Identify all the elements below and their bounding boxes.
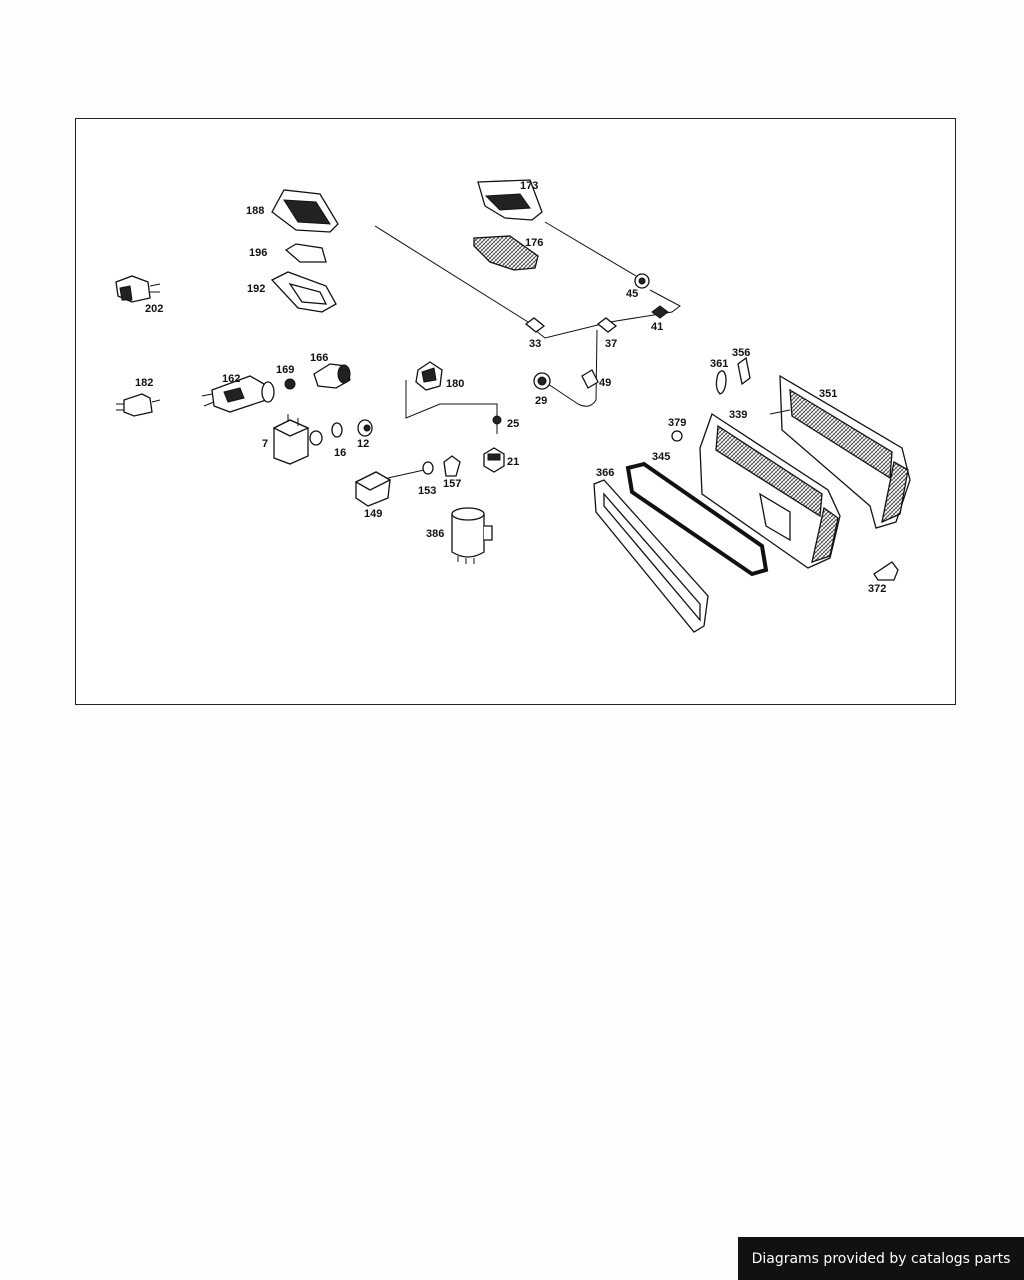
callout-166: 166 <box>310 352 328 364</box>
callout-labels: 173 188 176 196 192 202 45 41 33 37 166 … <box>135 180 886 595</box>
callout-25: 25 <box>507 418 519 430</box>
part-37-clip <box>596 317 618 333</box>
part-157-bulb-holder <box>443 455 461 477</box>
callout-372: 372 <box>868 583 886 595</box>
callout-196: 196 <box>249 247 267 259</box>
callout-386: 386 <box>426 528 444 540</box>
callout-16: 16 <box>334 447 346 459</box>
part-166-socket <box>313 363 351 389</box>
callout-173: 173 <box>520 180 538 192</box>
part-339-console-housing <box>699 413 841 569</box>
part-41-clip <box>651 305 669 319</box>
part-169-ring <box>284 378 296 390</box>
part-29-grommet <box>533 372 551 390</box>
callout-345: 345 <box>652 451 670 463</box>
callout-7: 7 <box>262 438 268 450</box>
part-345-gasket <box>625 461 769 577</box>
part-45-grommet <box>634 273 650 289</box>
part-16-washer <box>331 422 343 438</box>
part-176-lens-grille <box>473 235 539 271</box>
callout-12: 12 <box>357 438 369 450</box>
part-372-bracket <box>873 561 899 581</box>
callout-49: 49 <box>599 377 611 389</box>
callout-339: 339 <box>729 409 747 421</box>
callout-45: 45 <box>626 288 638 300</box>
part-188-lamp-housing <box>271 189 339 233</box>
callout-192: 192 <box>247 283 265 295</box>
callout-182: 182 <box>135 377 153 389</box>
part-356-lamp <box>737 356 751 386</box>
callout-29: 29 <box>535 395 547 407</box>
part-25-screw <box>492 415 502 434</box>
callout-169: 169 <box>276 364 294 376</box>
part-366-trim-frame <box>593 479 709 633</box>
part-12-knob <box>357 419 373 437</box>
part-180-relay <box>415 361 443 391</box>
callout-37: 37 <box>605 338 617 350</box>
part-361-lens <box>715 370 727 395</box>
callout-366: 366 <box>596 467 614 479</box>
callout-33: 33 <box>529 338 541 350</box>
part-379-nut <box>671 430 683 442</box>
callout-41: 41 <box>651 321 663 333</box>
credit-banner: Diagrams provided by catalogs parts <box>738 1237 1024 1280</box>
part-182-connector <box>116 393 161 417</box>
part-196-lens <box>284 243 327 263</box>
part-192-lamp-cover <box>270 271 337 313</box>
part-386-flasher-relay <box>451 507 493 564</box>
part-351-console-frame <box>769 374 911 529</box>
callout-162: 162 <box>222 373 240 385</box>
wiring-lines <box>374 221 681 479</box>
part-33-clip <box>524 317 546 333</box>
part-149-module <box>354 471 392 507</box>
callout-202: 202 <box>145 303 163 315</box>
callout-153: 153 <box>418 485 436 497</box>
callout-351: 351 <box>819 388 837 400</box>
callout-361: 361 <box>710 358 728 370</box>
part-173-dome-lamp-housing <box>477 179 543 221</box>
callout-356: 356 <box>732 347 750 359</box>
callout-188: 188 <box>246 205 264 217</box>
credit-text: Diagrams provided by catalogs parts <box>751 1250 1011 1267</box>
part-202-switch <box>115 275 161 303</box>
callout-379: 379 <box>668 417 686 429</box>
callout-180: 180 <box>446 378 464 390</box>
part-7-switch-block <box>272 414 323 465</box>
callout-21: 21 <box>507 456 519 468</box>
part-162-lighter-body <box>201 375 275 413</box>
part-153-washer <box>422 461 434 475</box>
callout-149: 149 <box>364 508 382 520</box>
callout-157: 157 <box>443 478 461 490</box>
part-49-clip <box>581 369 599 389</box>
part-21-connector <box>483 447 505 473</box>
callout-176: 176 <box>525 237 543 249</box>
